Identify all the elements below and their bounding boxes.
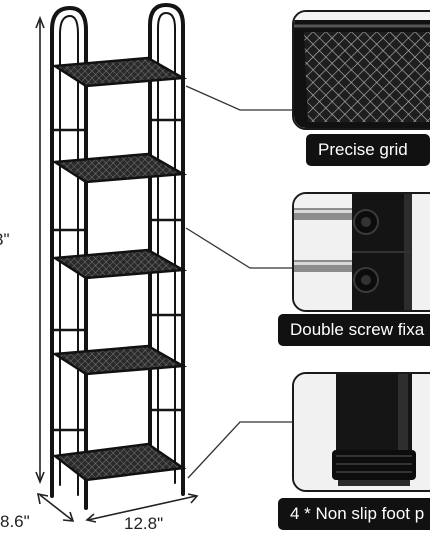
callout-caption-screw: Double screw fixa — [278, 314, 430, 346]
shelf-frame — [50, 2, 185, 510]
height-dimension-line — [35, 15, 45, 485]
callout-caption-grid: Precise grid — [306, 134, 430, 166]
callout-caption-foot: 4 * Non slip foot p — [278, 498, 430, 530]
width-label: 12.8" — [124, 514, 164, 533]
height-label: 3" — [0, 230, 10, 249]
shelf-tiers — [51, 56, 188, 482]
screw-joint-detail — [292, 192, 430, 312]
width-dimension-line — [85, 493, 199, 523]
callout-leader-lines — [185, 85, 292, 479]
screw-joint-icon — [294, 194, 430, 310]
depth-label: 8.6" — [0, 512, 30, 531]
foot-pad-icon — [294, 374, 430, 490]
mesh-grid-detail — [292, 10, 430, 130]
mesh-grid-icon — [294, 12, 430, 128]
depth-dimension-line — [36, 492, 75, 522]
foot-pad-detail — [292, 372, 430, 492]
